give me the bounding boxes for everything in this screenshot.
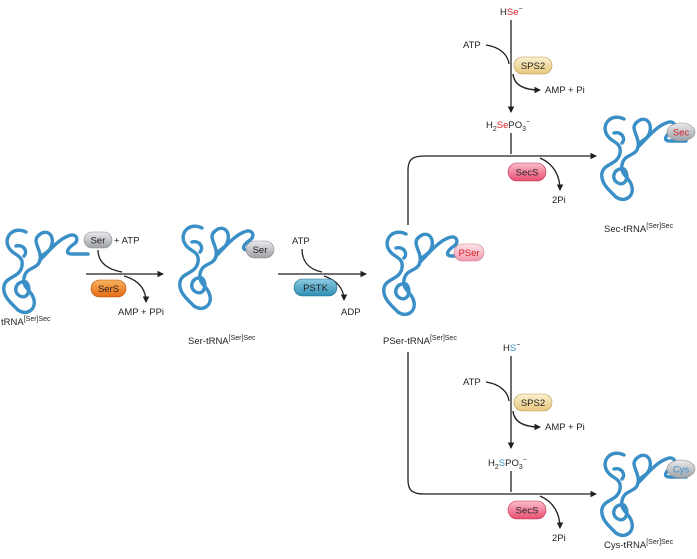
atp-pstk-label: ATP (292, 236, 310, 247)
atp-top-curve (485, 44, 510, 65)
atp-bottom-label: ATP (463, 377, 481, 388)
ppi-output-curve (123, 275, 150, 303)
thiophosphate-label: H2SPO3− (488, 457, 527, 471)
trna-free-icon (2, 228, 90, 315)
atp-pstk-curve (301, 248, 323, 273)
atp-bottom-curve (485, 381, 510, 402)
amp-pi-bottom-curve (512, 410, 541, 431)
svg-text:Ser: Ser (91, 236, 106, 247)
sec-tag: Sec (666, 122, 696, 142)
sps2-bottom-enzyme: SPS2 (513, 393, 553, 412)
branch-to-cys-arrow (407, 352, 597, 498)
secs-bottom-enzyme: SecS (507, 500, 547, 520)
ser-trna-icon (178, 224, 266, 311)
cys-tag: Cys (666, 459, 696, 479)
hse-label: HSe− (500, 6, 523, 18)
branch-to-sec-arrow (407, 152, 597, 225)
amp-ppi-label: AMP + PPi (118, 307, 164, 318)
two-pi-top-curve (539, 157, 564, 191)
pser-trna-label: PSer-tRNA[Ser]Sec (383, 335, 457, 347)
pstk-enzyme: PSTK (293, 278, 338, 297)
svg-text:SPS2: SPS2 (521, 398, 545, 409)
ser-input-curve (97, 249, 123, 273)
svg-text:SPS2: SPS2 (521, 61, 545, 72)
plus-atp-label: + ATP (114, 236, 139, 247)
adp-output-curve (323, 275, 348, 301)
svg-text:PSTK: PSTK (303, 283, 328, 294)
secs-top-enzyme: SecS (507, 162, 547, 182)
adp-label: ADP (341, 307, 361, 318)
svg-text:SerS: SerS (98, 284, 119, 295)
svg-text:Ser: Ser (253, 245, 268, 256)
svg-text:SecS: SecS (516, 168, 539, 179)
two-pi-bottom-curve (539, 495, 564, 529)
hs-label: HS− (503, 342, 520, 354)
ser-tag: Ser (83, 231, 113, 249)
sec-trna-label: Sec-tRNA[Ser]Sec (604, 223, 674, 235)
selenophosphate-label: H2SePO3− (486, 119, 530, 133)
amp-pi-bottom-label: AMP + Pi (545, 422, 585, 433)
amp-pi-top-label: AMP + Pi (545, 85, 585, 96)
svg-text:PSer: PSer (458, 248, 479, 259)
sers-enzyme: SerS (90, 279, 127, 298)
sps2-top-enzyme: SPS2 (513, 56, 553, 75)
trna-free-label: tRNA[Ser]Sec (1, 316, 51, 328)
svg-text:SecS: SecS (516, 506, 539, 517)
svg-text:Cys: Cys (673, 465, 690, 476)
pser-tag: PSer (453, 243, 485, 262)
cys-trna-label: Cys-tRNA[Ser]Sec (604, 539, 674, 551)
two-pi-top-label: 2Pi (552, 195, 566, 206)
atp-top-label: ATP (463, 40, 481, 51)
two-pi-bottom-label: 2Pi (552, 533, 566, 544)
svg-text:Sec: Sec (673, 128, 690, 139)
ser-trna-label: Ser-tRNA[Ser]Sec (188, 335, 256, 347)
amp-pi-top-curve (512, 73, 541, 94)
ser-on-trna-tag: Ser (245, 240, 275, 259)
pser-trna-icon (382, 230, 470, 317)
